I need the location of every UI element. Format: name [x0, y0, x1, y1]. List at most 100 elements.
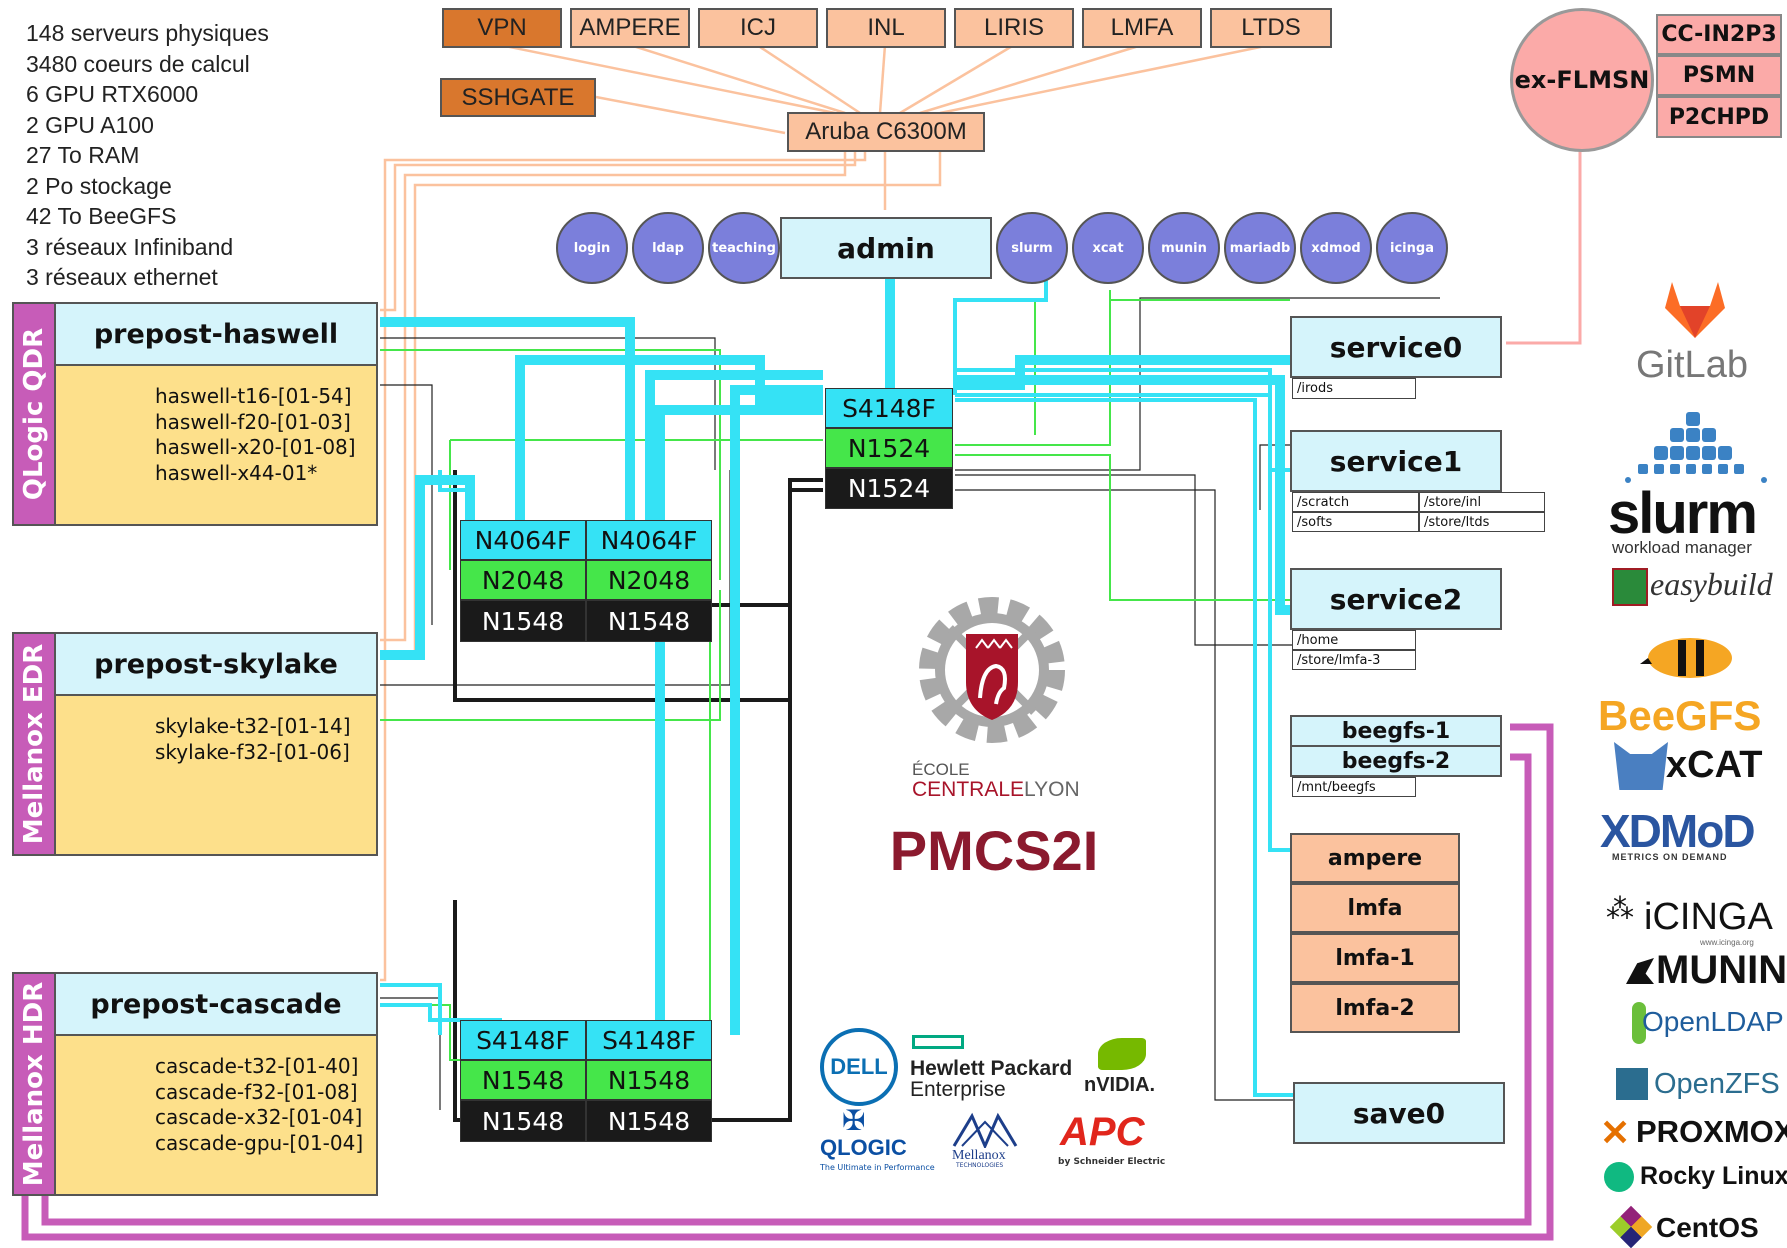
partition-nodes-skylake: skylake-t32-[01-14] skylake-f32-[01-06]	[54, 694, 378, 856]
service-munin: munin	[1148, 212, 1220, 284]
node-range: cascade-x32-[01-04]	[155, 1105, 363, 1129]
partition-title-cascade: prepost-cascade	[54, 972, 378, 1036]
ex-flmsn-hub: ex-FLMSN	[1510, 8, 1654, 152]
storage-lmfa-1: lmfa-1	[1290, 933, 1460, 983]
switch-n2048: N2048	[460, 560, 586, 600]
switch-n1548: N1548	[460, 600, 586, 642]
mellanox-tagline: TECHNOLOGIES	[956, 1162, 1004, 1169]
mount-path: /store/ltds	[1419, 512, 1545, 532]
proxmox-icon: ✕	[1600, 1112, 1631, 1153]
rocky-linux-logo: Rocky Linux	[1640, 1162, 1787, 1190]
gitlab-logo: GitLab	[1636, 344, 1748, 386]
school-name: CENTRALELYON	[912, 778, 1080, 801]
openzfs-icon	[1616, 1068, 1648, 1100]
apc-logo: APC	[1060, 1110, 1145, 1154]
lab-ltds: LTDS	[1210, 8, 1332, 48]
slurm-tagline: workload manager	[1612, 538, 1752, 557]
site-psmn: PSMN	[1656, 55, 1782, 96]
easybuild-logo: easybuild	[1650, 566, 1773, 602]
mellanox-logo: Mellanox	[952, 1148, 1006, 1163]
service-slurm: slurm	[996, 212, 1068, 284]
node-range: cascade-gpu-[01-04]	[155, 1130, 364, 1155]
black-ethernet-links	[453, 470, 823, 1122]
node-range: haswell-f20-[01-03]	[155, 409, 351, 434]
lab-lmfa: LMFA	[1082, 8, 1202, 48]
beegfs-logo: BeeGFS	[1598, 692, 1762, 739]
node-range: cascade-t32-[01-40]	[155, 1054, 359, 1078]
mount-path: /store/inl	[1419, 492, 1545, 512]
beegfs-1-server: beegfs-1	[1290, 715, 1502, 747]
switch-s4148f: S4148F	[586, 1020, 712, 1060]
service-ldap: ldap	[632, 212, 704, 284]
network-label-mellanox-hdr: Mellanox HDR	[12, 972, 56, 1196]
mount-path: /scratch	[1292, 492, 1419, 512]
switch-n1548: N1548	[586, 600, 712, 642]
core-switch-n1524: N1524	[825, 428, 953, 468]
openzfs-logo: OpenZFS	[1654, 1068, 1780, 1100]
service-login: login	[556, 212, 628, 284]
stat-line: 2 Po stockage	[26, 172, 172, 199]
switch-n4064f: N4064F	[460, 520, 586, 560]
icinga-logo: iCINGA	[1644, 896, 1773, 938]
node-range: skylake-t32-[01-14]	[155, 714, 351, 738]
service-xcat: xcat	[1072, 212, 1144, 284]
school-name-line1: ÉCOLE	[912, 760, 970, 779]
lab-vpn: VPN	[442, 8, 562, 48]
gitlab-icon	[1665, 282, 1725, 338]
switch-n1548-mgmt: N1548	[586, 1100, 712, 1142]
stat-line: 42 To BeeGFS	[26, 203, 177, 229]
storage-lmfa-2: lmfa-2	[1290, 983, 1460, 1033]
partition-nodes-haswell: haswell-t16-[01-54] haswell-f20-[01-03] …	[54, 364, 378, 526]
core-switch-s4148f: S4148F	[825, 388, 953, 428]
nvidia-logo: nVIDIA.	[1084, 1074, 1156, 1096]
service1-server: service1	[1290, 430, 1502, 492]
switch-n2048: N2048	[586, 560, 712, 600]
mount-path: /store/lmfa-3	[1292, 650, 1416, 670]
core-switch-n1524-mgmt: N1524	[825, 468, 953, 509]
router-aruba: Aruba C6300M	[787, 112, 985, 152]
partition-title-haswell: prepost-haswell	[54, 302, 378, 366]
lab-ampere: AMPERE	[570, 8, 690, 48]
qlogic-tagline: The Ultimate in Performance	[820, 1163, 935, 1172]
centos-logo: CentOS	[1656, 1212, 1759, 1243]
node-range: haswell-x20-[01-08]	[155, 435, 356, 459]
project-title: PMCS2I	[889, 819, 1099, 882]
icinga-icon: ⁂	[1606, 892, 1634, 925]
proxmox-logo: PROXMOX	[1636, 1114, 1787, 1149]
mount-path: /softs	[1292, 512, 1419, 532]
openldap-icon	[1632, 1002, 1646, 1044]
service-xdmod: xdmod	[1300, 212, 1372, 284]
service-teaching: teaching	[708, 212, 780, 284]
partition-nodes-cascade: cascade-t32-[01-40] cascade-f32-[01-08] …	[54, 1034, 378, 1196]
stat-line: 2 GPU A100	[26, 111, 154, 138]
hpe-logo-mark	[912, 1035, 964, 1049]
partition-title-skylake: prepost-skylake	[54, 632, 378, 696]
node-range: cascade-f32-[01-08]	[155, 1079, 358, 1104]
node-range: haswell-x44-01*	[155, 460, 318, 485]
mellanox-logo-mark	[952, 1112, 1018, 1148]
network-label-mellanox-edr: Mellanox EDR	[12, 632, 56, 856]
openldap-logo: OpenLDAP	[1642, 1006, 1784, 1037]
network-label-qlogic: QLogic QDR	[12, 302, 56, 526]
storage-ampere: ampere	[1290, 833, 1460, 883]
sshgate: SSHGATE	[440, 78, 596, 117]
nvidia-logo-mark	[1098, 1038, 1146, 1070]
rocky-linux-icon	[1604, 1162, 1634, 1192]
cluster-stats: 148 serveurs physiques 3480 coeurs de ca…	[26, 18, 269, 293]
xcat-logo: xCAT	[1666, 744, 1763, 786]
site-p2chpd: P2CHPD	[1656, 96, 1782, 138]
slurm-logo: slurm	[1608, 481, 1758, 546]
node-range: skylake-f32-[01-06]	[155, 739, 350, 764]
munin-logo: MUNIN	[1656, 948, 1787, 992]
hdr-beegfs-link	[21, 723, 1554, 1241]
beegfs-2-server: beegfs-2	[1290, 745, 1502, 777]
service-icinga: icinga	[1376, 212, 1448, 284]
admin-server: admin	[780, 217, 992, 279]
slurm-dots-icon	[1625, 412, 1767, 483]
ethernet-lab-links	[380, 43, 1271, 982]
beegfs-bee-icon	[1640, 638, 1732, 678]
qlogic-logo: QLOGIC	[820, 1135, 907, 1160]
switch-s4148f: S4148F	[460, 1020, 586, 1060]
mount-path: /mnt/beegfs	[1292, 777, 1416, 797]
hpe-logo-line1: Hewlett Packard	[910, 1057, 1073, 1080]
